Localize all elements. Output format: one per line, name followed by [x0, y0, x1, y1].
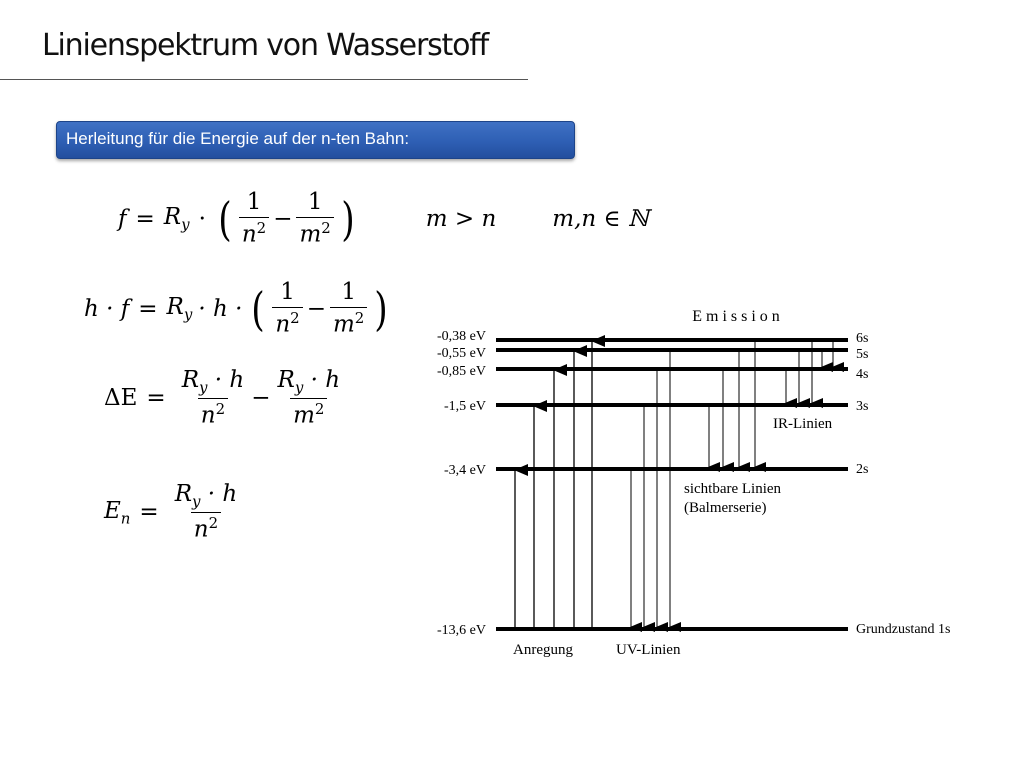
state-label-4s: 4s [856, 367, 868, 382]
energy-label-6s: -0,38 eV [437, 329, 486, 344]
energy-label-2s: -3,4 eV [444, 463, 486, 478]
balmer-series-label: (Balmerserie) [684, 500, 766, 516]
diagram-title: E m i s s i o n [692, 308, 780, 325]
formula-delta-e: ΔE = Ry · h n2 − Ry · h m2 [104, 367, 347, 429]
equals-sign: = [135, 206, 155, 233]
ir-lines-label: IR-Linien [773, 416, 833, 432]
derivation-box-text: Herleitung für die Energie auf der n-ten… [66, 129, 410, 148]
state-label-6s: 6s [856, 331, 868, 346]
title-divider [0, 79, 528, 80]
rydberg-symbol: Ry [166, 294, 193, 324]
equals-sign: = [139, 499, 159, 526]
equals-sign: = [146, 385, 166, 412]
minus-sign: − [273, 206, 293, 233]
state-label-1s: Grundzustand 1s [856, 622, 951, 637]
uv-lines-label: UV-Linien [616, 642, 681, 658]
formula-energy-level: En = Ry · h n2 [104, 481, 244, 543]
minus-sign: − [251, 385, 271, 412]
fraction-rh-over-m2: Ry · h m2 [277, 367, 341, 429]
left-paren: ( [251, 282, 266, 337]
right-paren: ) [341, 192, 355, 247]
formula-frequency-lhs: f [118, 206, 127, 233]
visible-lines-label: sichtbare Linien [684, 481, 782, 497]
left-paren: ( [218, 192, 232, 247]
formula-energy-frequency: h · f = Ry · h · ( 1 n2 − 1 m2 ) [84, 279, 391, 338]
dot-operator: · [198, 206, 206, 233]
fraction-1-over-m2: 1 m2 [329, 279, 368, 338]
state-label-3s: 3s [856, 399, 868, 414]
energy-label-5s: -0,55 eV [437, 346, 486, 361]
condition-natural-numbers: m,n ∈ ℕ [552, 206, 649, 233]
equals-sign: = [138, 296, 158, 323]
rydberg-symbol: Ry [163, 204, 190, 234]
fraction-1-over-n2: 1 n2 [272, 279, 303, 338]
fraction-rh-over-n2: Ry · h n2 [174, 481, 238, 543]
right-paren: ) [374, 282, 389, 337]
fraction-1-over-n2: 1 n2 [238, 189, 270, 248]
fraction-1-over-m2: 1 m2 [296, 189, 334, 248]
fraction-rh-over-n2: Ry · h n2 [181, 367, 245, 429]
formula-delta-e-lhs: ΔE [104, 385, 138, 412]
excitation-label: Anregung [513, 642, 573, 658]
slide-title: Linienspektrum von Wasserstoff [42, 28, 489, 63]
formula-energy-level-lhs: En [104, 497, 131, 528]
energy-label-1s: -13,6 eV [437, 623, 486, 638]
energy-label-3s: -1,5 eV [444, 399, 486, 414]
condition-m-greater-n: m > n [425, 206, 497, 233]
formula-energy-frequency-lhs: h · f [84, 296, 130, 323]
planck-factor: · h · [198, 296, 243, 323]
formula-frequency: f = Ry · ( 1 n2 − 1 m2 ) m > n m,n ∈ ℕ [118, 189, 649, 248]
minus-sign: − [306, 296, 326, 323]
energy-label-4s: -0,85 eV [437, 364, 486, 379]
state-label-2s: 2s [856, 462, 868, 477]
derivation-box: Herleitung für die Energie auf der n-ten… [56, 121, 575, 159]
state-label-5s: 5s [856, 347, 868, 362]
